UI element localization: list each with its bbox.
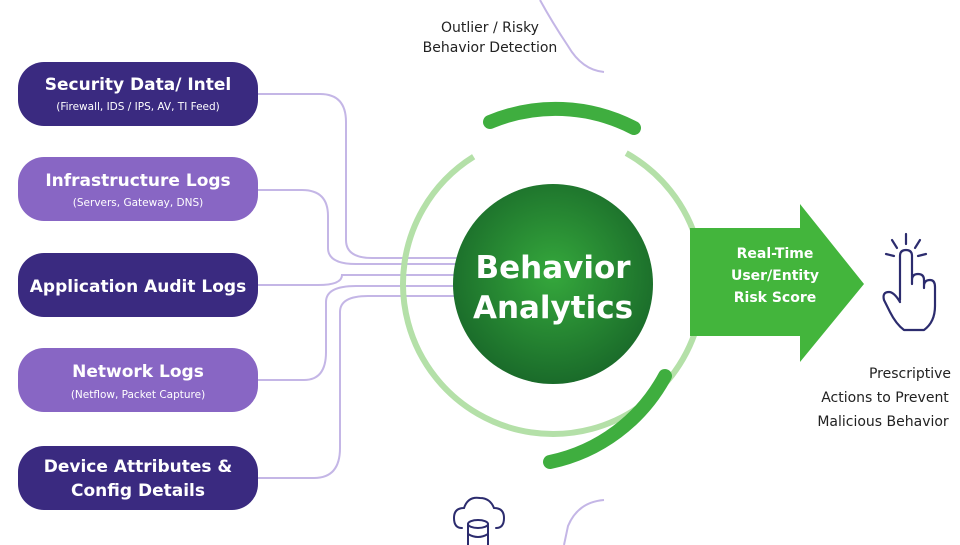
source-subtitle: (Firewall, IDS / IPS, AV, TI Feed) [56,101,220,113]
source-subtitle: (Servers, Gateway, DNS) [73,197,203,209]
arrow-text-line3: Risk Score [734,290,817,306]
behavior-analytics-core [453,184,653,384]
source-security-data: Security Data/ Intel (Firewall, IDS / IP… [18,62,258,126]
outlier-label-line1: Outlier / Risky [441,20,539,36]
connector-line [258,295,470,479]
center-title-line2: Analytics [473,290,633,326]
outer-ring-arc-top [483,101,641,135]
source-title: Device Attributes & [44,457,233,477]
outer-ring [400,131,706,437]
source-pill [18,446,258,510]
cloud-database-icon [452,496,506,545]
pointing-hand-icon [882,232,937,332]
source-infrastructure-logs: Infrastructure Logs (Servers, Gateway, D… [18,157,258,221]
bottom-connector [563,499,605,545]
center-title-line1: Behavior [475,250,631,286]
source-title-line2: Config Details [71,481,205,501]
arrow-text-line2: User/Entity [731,268,819,284]
connector-line [258,189,470,265]
source-device-attributes: Device Attributes & Config Details [18,446,258,510]
source-title: Infrastructure Logs [45,171,230,191]
top-connector [539,0,605,73]
outlier-label-line2: Behavior Detection [423,40,558,56]
source-title: Security Data/ Intel [45,75,232,95]
connector-line [258,285,470,381]
source-pill [18,62,258,126]
outcome-line3: Malicious Behavior [817,414,949,430]
arrow-text-line1: Real-Time [737,246,814,262]
connector-line [258,274,470,286]
outcome-line1: Prescriptive [869,366,951,382]
source-title: Network Logs [72,362,204,382]
source-application-audit-logs: Application Audit Logs [18,253,258,317]
risk-score-arrow [690,204,864,362]
source-pill [18,157,258,221]
outcome-line2: Actions to Prevent [821,390,949,406]
source-network-logs: Network Logs (Netflow, Packet Capture) [18,348,258,412]
source-pill [18,348,258,412]
source-pill [18,253,258,317]
source-subtitle: (Netflow, Packet Capture) [71,389,205,401]
connector-line [258,93,470,259]
source-title: Application Audit Logs [30,277,246,297]
connector-lines [258,93,470,479]
outer-ring-arc-bottom [543,369,672,469]
